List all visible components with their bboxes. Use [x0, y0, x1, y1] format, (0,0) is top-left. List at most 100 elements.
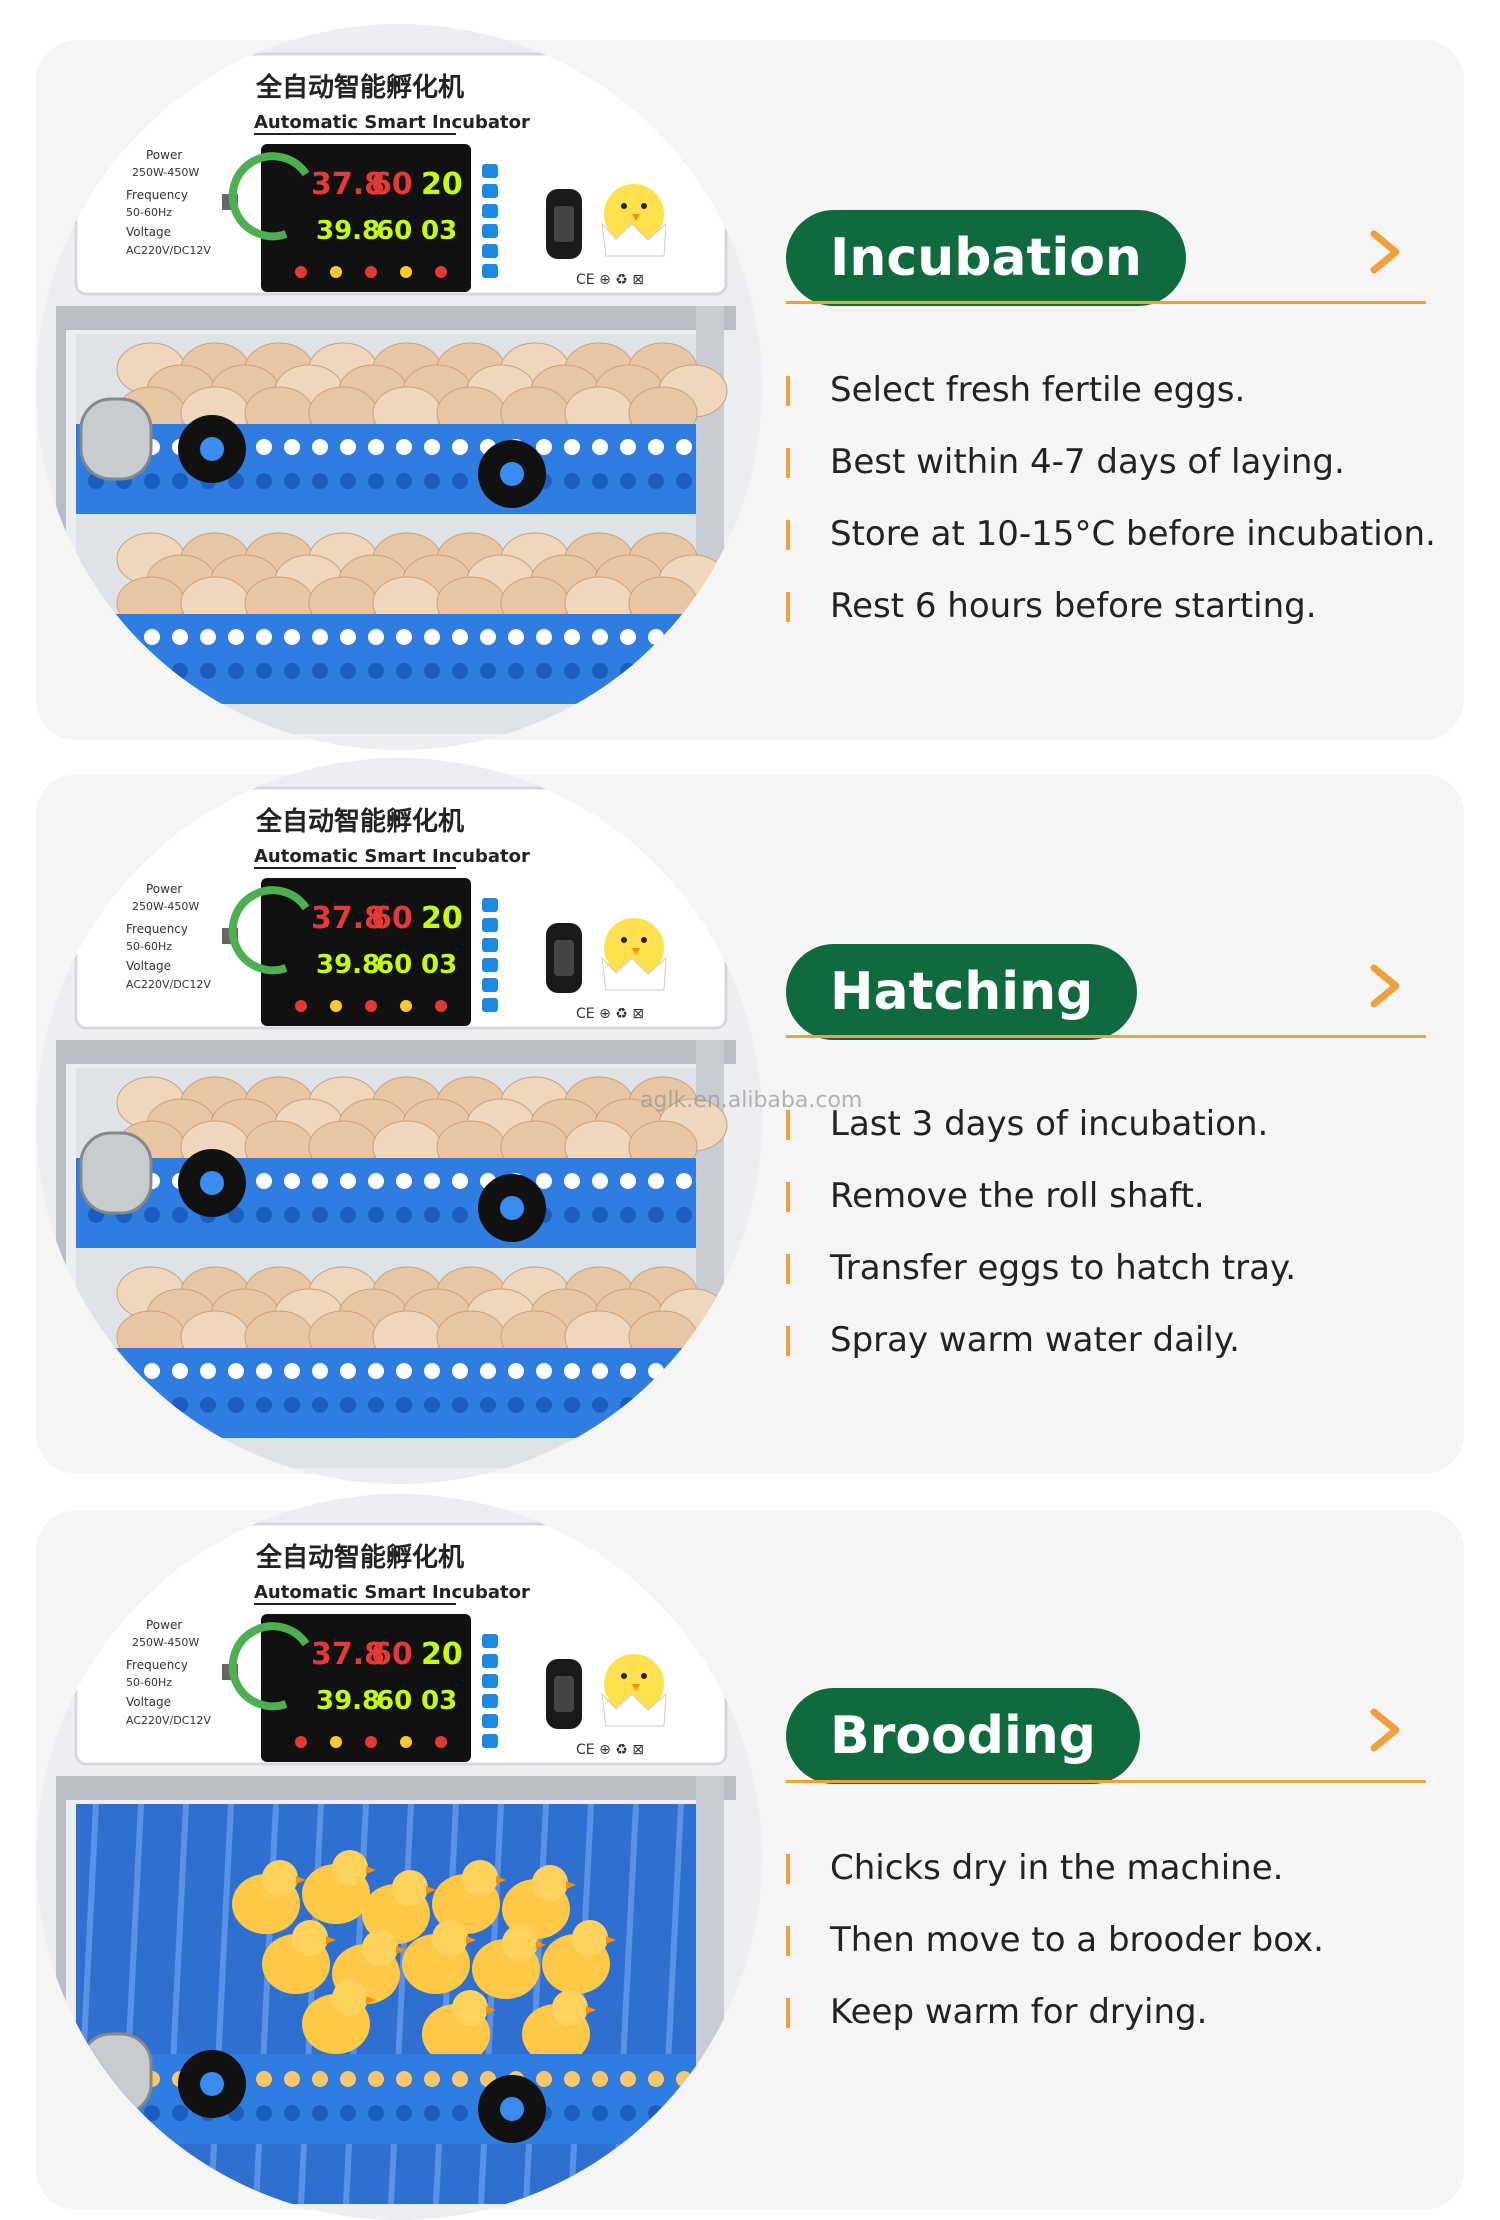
- heater-knob: [79, 2032, 153, 2116]
- section-title-brooding: Brooding: [786, 1688, 1141, 1784]
- egg-tray: [76, 614, 696, 704]
- list-item: Rest 6 hours before starting.: [786, 584, 1436, 656]
- instruction-list: Last 3 days of incubation. Remove the ro…: [786, 1102, 1296, 1390]
- lcd-humidity2: 60: [376, 1686, 412, 1716]
- egg-tray: [76, 1348, 696, 1438]
- panel-button: [482, 918, 498, 932]
- list-item: Keep warm for drying.: [786, 1990, 1324, 2062]
- spec-label: Power: [146, 1618, 182, 1632]
- status-light: [400, 1000, 412, 1012]
- status-light: [365, 1000, 377, 1012]
- list-item: Transfer eggs to hatch tray.: [786, 1246, 1296, 1318]
- title-underline: [786, 301, 1426, 304]
- panel-button: [482, 1714, 498, 1728]
- lcd-temp: 37.8: [311, 901, 385, 936]
- lcd-day2: 03: [421, 950, 457, 980]
- certification-marks: CE ⊕ ♻ ⊠: [576, 1742, 644, 1758]
- status-light: [365, 266, 377, 278]
- lcd-temp: 37.8: [311, 1637, 385, 1672]
- lcd-humidity: 60: [371, 1637, 413, 1672]
- spec-value: 250W-450W: [132, 166, 199, 179]
- frame-rail: [56, 1776, 736, 1800]
- spec-label: Frequency: [126, 188, 188, 202]
- chevron-right-icon[interactable]: [1366, 1706, 1406, 1754]
- panel-button: [482, 1734, 498, 1748]
- panel-cn-title: 全自动智能孵化机: [255, 72, 464, 103]
- lcd-temp2: 39.8: [316, 950, 380, 980]
- heater-knob: [79, 397, 153, 481]
- panel-button: [482, 244, 498, 258]
- spec-label: Power: [146, 882, 182, 896]
- status-light: [295, 1000, 307, 1012]
- list-item: Spray warm water daily.: [786, 1318, 1296, 1390]
- panel-button: [482, 938, 498, 952]
- spec-label: Voltage: [126, 1695, 171, 1709]
- spec-value: AC220V/DC12V: [126, 1714, 211, 1727]
- panel-en-title: Automatic Smart Incubator: [254, 1582, 530, 1603]
- egg-tray: [76, 2054, 696, 2144]
- chevron-right-icon[interactable]: [1366, 962, 1406, 1010]
- panel-button: [482, 1694, 498, 1708]
- panel-button: [482, 958, 498, 972]
- panel-button: [482, 998, 498, 1012]
- panel-en-title: Automatic Smart Incubator: [254, 112, 530, 133]
- lcd-humidity2: 60: [376, 216, 412, 246]
- list-item: Remove the roll shaft.: [786, 1174, 1296, 1246]
- lcd-humidity2: 60: [376, 950, 412, 980]
- panel-button: [482, 1654, 498, 1668]
- list-item: Best within 4-7 days of laying.: [786, 440, 1436, 512]
- lcd-day2: 03: [421, 216, 457, 246]
- title-underline: [786, 1780, 1426, 1783]
- status-light: [435, 1736, 447, 1748]
- panel-button: [482, 164, 498, 178]
- status-light: [435, 266, 447, 278]
- lcd-day2: 03: [421, 1686, 457, 1716]
- lcd-humidity: 60: [371, 901, 413, 936]
- panel-button: [482, 204, 498, 218]
- certification-marks: CE ⊕ ♻ ⊠: [576, 272, 644, 288]
- spec-value: 50-60Hz: [126, 940, 172, 953]
- section-title-hatching: Hatching: [786, 944, 1138, 1040]
- spec-value: 50-60Hz: [126, 1676, 172, 1689]
- lcd-display: [261, 144, 471, 292]
- spec-value: AC220V/DC12V: [126, 244, 211, 257]
- lcd-day: 20: [421, 167, 463, 202]
- panel-button: [482, 224, 498, 238]
- status-light: [295, 1736, 307, 1748]
- spec-label: Voltage: [126, 959, 171, 973]
- lcd-temp: 37.8: [311, 167, 385, 202]
- status-light: [330, 1736, 342, 1748]
- lcd-display: [261, 878, 471, 1026]
- panel-cn-title: 全自动智能孵化机: [255, 1542, 464, 1573]
- panel-button: [482, 264, 498, 278]
- watermark: aglk.en.alibaba.com: [640, 1088, 863, 1113]
- list-item: Select fresh fertile eggs.: [786, 368, 1436, 440]
- chevron-right-icon[interactable]: [1366, 228, 1406, 276]
- section-title-incubation: Incubation: [786, 210, 1186, 306]
- lcd-temp2: 39.8: [316, 1686, 380, 1716]
- spec-label: Frequency: [126, 922, 188, 936]
- list-item: Store at 10-15°C before incubation.: [786, 512, 1436, 584]
- list-item: Last 3 days of incubation.: [786, 1102, 1296, 1174]
- list-item: Then move to a brooder box.: [786, 1918, 1324, 1990]
- egg-tray: [76, 1158, 696, 1248]
- panel-en-title: Automatic Smart Incubator: [254, 846, 530, 867]
- status-light: [330, 266, 342, 278]
- panel-button: [482, 898, 498, 912]
- status-light: [295, 266, 307, 278]
- frame-rail: [56, 1040, 736, 1064]
- status-light: [330, 1000, 342, 1012]
- spec-value: 250W-450W: [132, 900, 199, 913]
- title-underline: [786, 1035, 1426, 1038]
- heater-knob: [79, 1131, 153, 1215]
- spec-value: 250W-450W: [132, 1636, 199, 1649]
- instruction-list: Select fresh fertile eggs. Best within 4…: [786, 368, 1436, 656]
- lcd-humidity: 60: [371, 167, 413, 202]
- status-light: [365, 1736, 377, 1748]
- spec-label: Frequency: [126, 1658, 188, 1672]
- status-light: [400, 266, 412, 278]
